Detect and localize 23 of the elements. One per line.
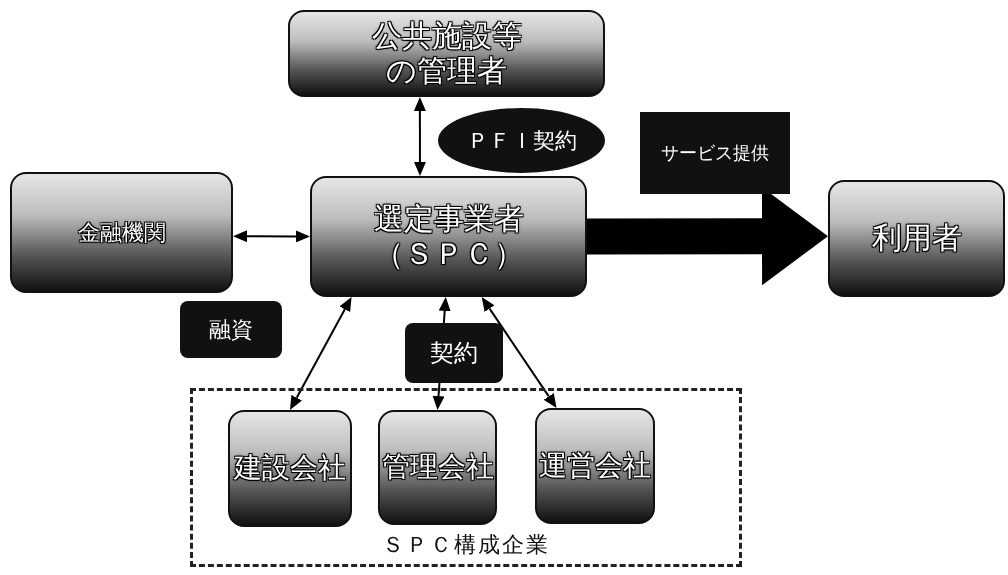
double-arrow — [233, 230, 310, 243]
edge-label: 契約 — [405, 323, 503, 383]
edge-label: 融資 — [180, 301, 282, 358]
gradient-box — [288, 10, 605, 97]
edge-label: ＰＦＩ契約 — [438, 108, 605, 173]
node-label: 建設会社 — [234, 452, 346, 485]
double-arrow — [290, 297, 352, 410]
node-label: 選定事業者（ＳＰＣ） — [372, 202, 525, 271]
node-label: 管理会社 — [381, 451, 494, 484]
node-label: 金融機関 — [77, 219, 166, 246]
gradient-box — [828, 180, 1005, 297]
node-label: 運営会社 — [539, 449, 651, 483]
double-arrow — [481, 297, 557, 408]
gradient-box — [378, 410, 497, 525]
gradient-box — [535, 408, 655, 524]
group-label: ＳＰＣ構成企業 — [382, 531, 550, 559]
gradient-box — [310, 176, 587, 297]
node-label: 利用者 — [871, 221, 962, 256]
double-arrow — [413, 97, 426, 176]
dashed-group-frame — [190, 388, 742, 567]
gradient-box — [228, 410, 352, 527]
edge-label: サービス提供 — [640, 112, 790, 194]
gradient-box — [10, 172, 233, 293]
